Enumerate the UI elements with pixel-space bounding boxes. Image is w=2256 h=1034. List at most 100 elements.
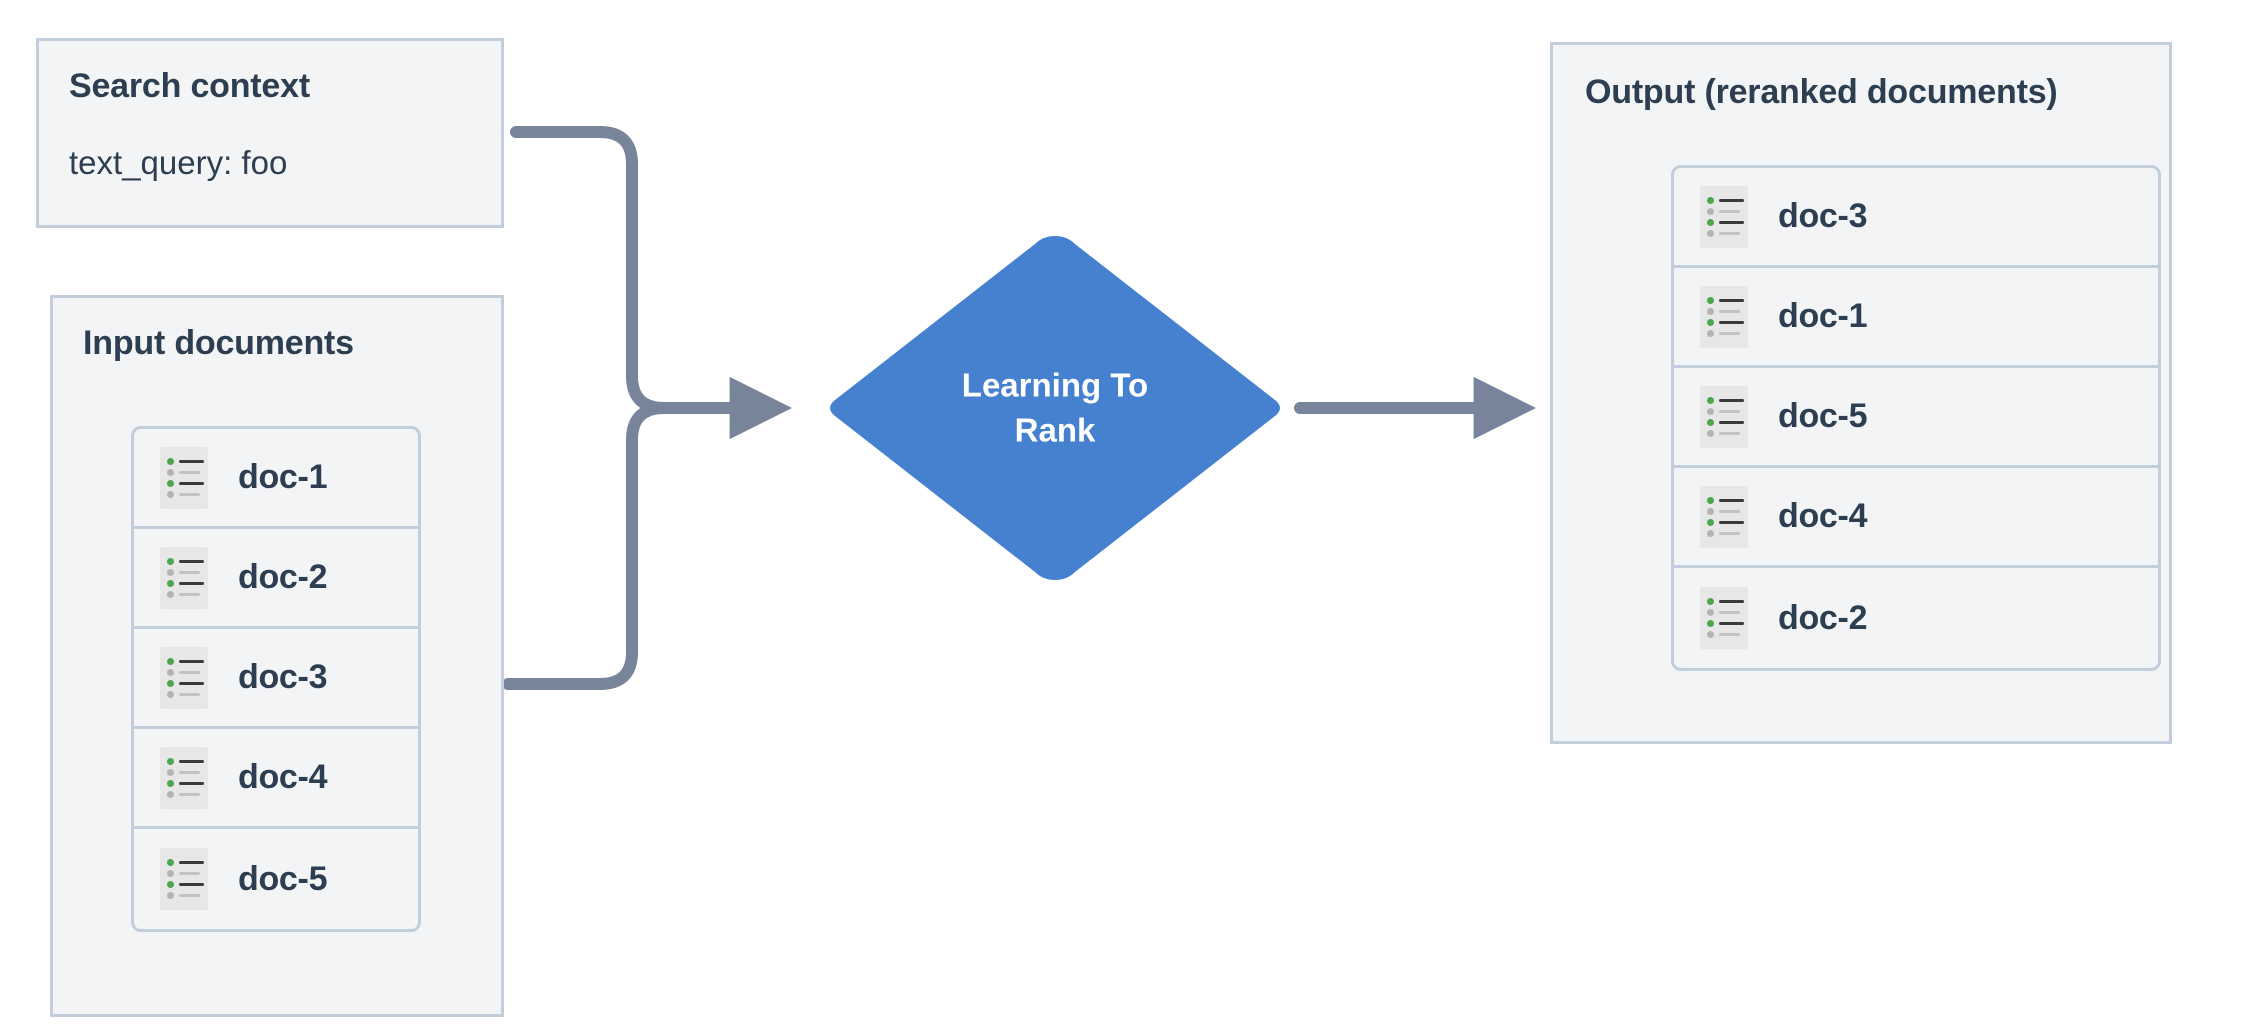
document-icon-line [167,656,208,667]
document-icon-bullet [1707,407,1714,415]
document-icon-bullet [167,870,174,877]
document-icon-line [1707,206,1748,217]
document-icon-rule [179,481,204,485]
learning-to-rank-node[interactable]: Learning To Rank [819,228,1291,588]
document-icon-rule [179,670,200,674]
document-icon-rule [1719,611,1740,614]
document-icon-bullet [167,892,174,899]
document-label: doc-1 [238,458,328,496]
document-icon-line [167,578,208,589]
document-icon-rule [1719,409,1740,413]
document-icon-rule [179,470,200,474]
document-icon-rule [1719,231,1740,235]
document-icon-bullet [1707,218,1714,226]
document-label: doc-5 [1778,397,1868,435]
document-icon-bullet [1707,329,1714,337]
document-icon-bullet [1707,529,1714,537]
document-icon-line [167,879,208,890]
document-icon-rule [179,883,204,886]
document-icon-rule [1719,309,1740,313]
document-icon-line [1707,295,1748,306]
document-icon-bullet [1707,296,1714,304]
document-row[interactable]: doc-3 [134,629,418,729]
document-icon-line [167,467,208,478]
document-icon-line [167,857,208,868]
document-icon-bullet [1707,507,1714,515]
document-icon-line [1707,395,1748,406]
document-icon-line [1707,528,1748,539]
document-icon-line [1707,506,1748,517]
document-icon-rule [1719,320,1744,324]
connector-input-documents-to-ltr [502,402,706,690]
document-icon-line [1707,217,1748,228]
document-icon-line [167,778,208,789]
document-icon-rule [1719,498,1744,502]
document-row[interactable]: doc-5 [134,829,418,929]
document-icon-line [1707,317,1748,328]
document-icon-rule [179,792,200,796]
connector-search-context-to-ltr [510,126,792,440]
document-icon-line [1707,607,1748,618]
document-icon-line [167,567,208,578]
document-icon-bullet [167,859,174,866]
document-icon-line [1707,417,1748,428]
document-row[interactable]: doc-1 [134,429,418,529]
document-icon-bullet [1707,307,1714,315]
document-icon-bullet [167,590,174,598]
document-icon-bullet [1707,609,1714,616]
document-icon-line [1707,406,1748,417]
document-icon-line [1707,495,1748,506]
document-icon-rule [179,570,200,574]
input-documents-title: Input documents [83,324,354,362]
document-icon-bullet [1707,196,1714,204]
document-icon-bullet [167,657,174,665]
document-row[interactable]: doc-1 [1674,268,2158,368]
document-icon-rule [1719,331,1740,335]
document-icon-line [167,689,208,700]
document-icon-line [1707,428,1748,439]
document-icon-bullet [167,690,174,698]
document-row[interactable]: doc-2 [134,529,418,629]
document-icon-rule [1719,431,1740,435]
document-label: doc-4 [238,758,328,796]
document-icon-line [167,478,208,489]
document-icon-rule [179,659,204,663]
document-icon-rule [1719,509,1740,513]
document-icon-line [167,678,208,689]
document-icon-bullet [1707,429,1714,437]
document-icon-line [167,456,208,467]
document-icon-line [1707,328,1748,339]
document-list-icon [160,848,208,910]
document-list-icon [1700,185,1748,248]
document-row[interactable]: doc-3 [1674,168,2158,268]
document-row[interactable]: doc-2 [1674,568,2158,668]
document-icon-bullet [167,579,174,587]
document-icon-line [1707,228,1748,239]
document-icon-rule [179,459,204,463]
document-icon-bullet [1707,418,1714,426]
document-icon-bullet [1707,229,1714,237]
document-icon-bullet [167,790,174,798]
document-icon-line [167,589,208,600]
document-row[interactable]: doc-5 [1674,368,2158,468]
document-row[interactable]: doc-4 [134,729,418,829]
document-icon-bullet [167,568,174,576]
document-icon-rule [1719,209,1740,213]
document-icon-rule [179,559,204,563]
document-icon-rule [179,894,200,897]
document-icon-line [167,756,208,767]
document-label: doc-5 [238,859,328,898]
document-list-icon [1700,285,1748,348]
document-icon-line [1707,517,1748,528]
document-row[interactable]: doc-4 [1674,468,2158,568]
document-list-icon [1700,385,1748,448]
document-icon-bullet [1707,318,1714,326]
document-icon-rule [1719,220,1744,224]
document-icon-line [1707,629,1748,640]
document-icon-line [167,868,208,879]
document-icon-bullet [1707,518,1714,526]
